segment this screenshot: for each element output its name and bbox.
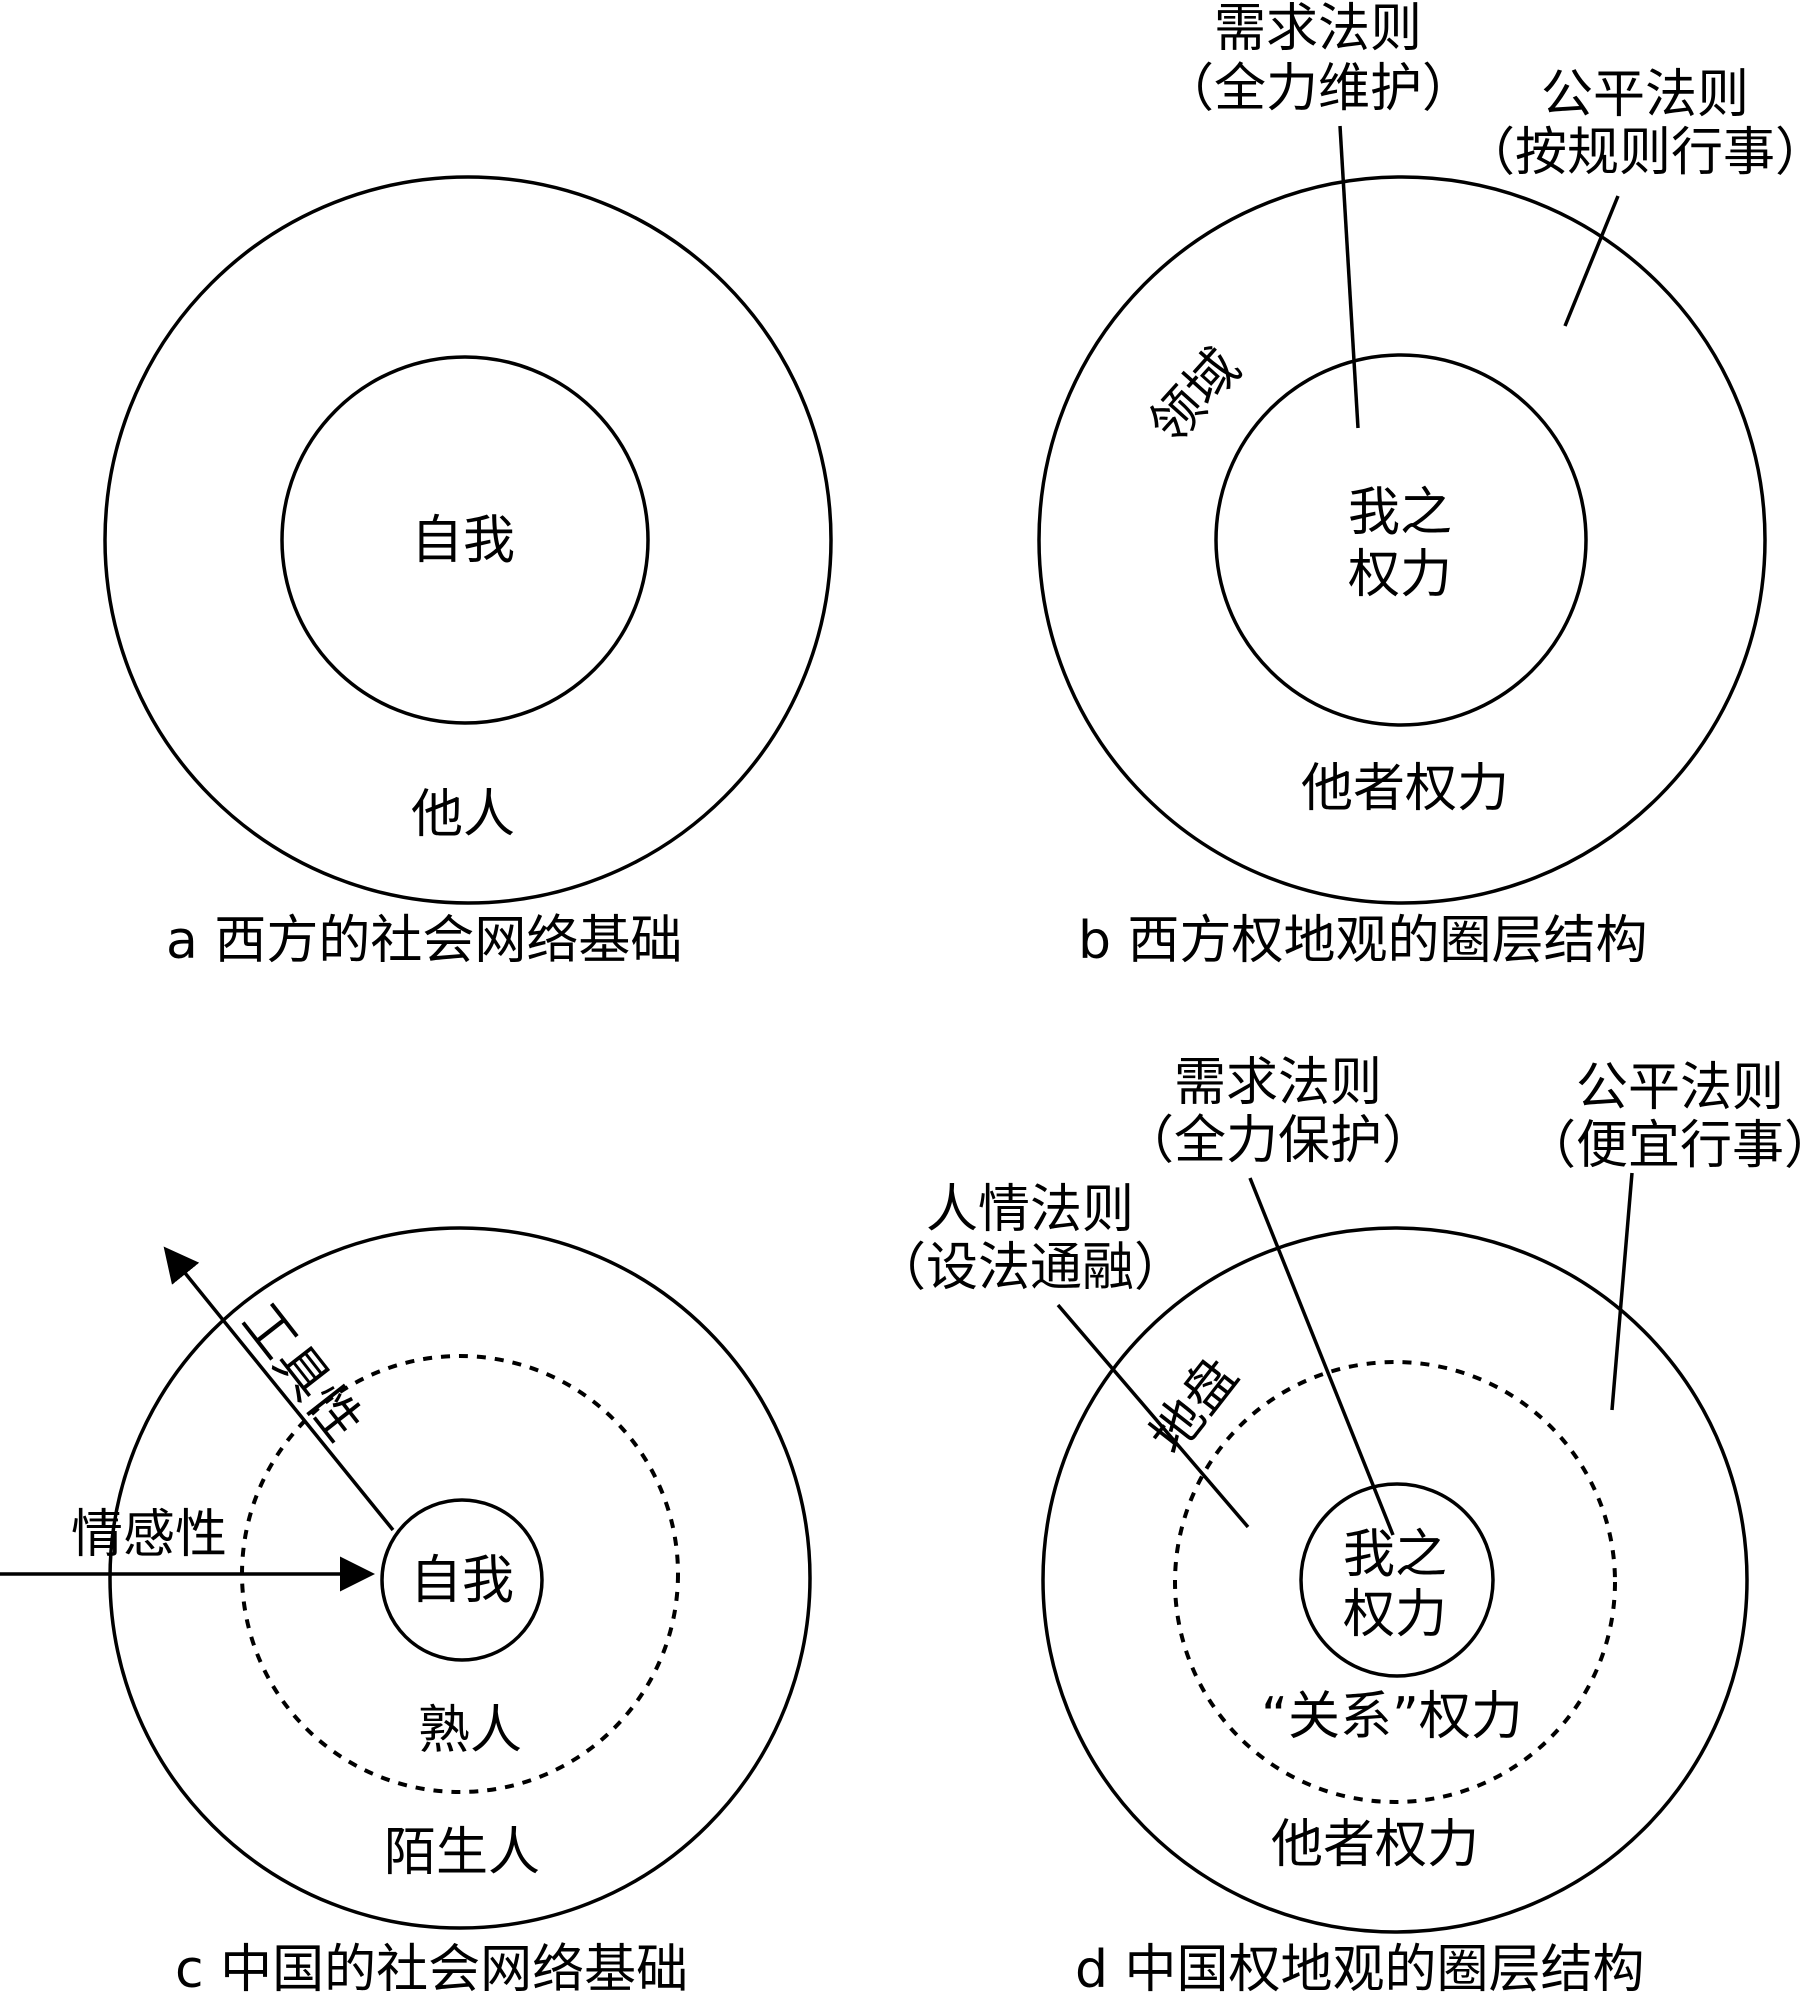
panel-d-dotted-circle <box>1173 1360 1617 1804</box>
panel-c: 工具性 情感性 自我 熟人 陌生人 c 中国的社会网络基础 <box>0 1226 812 1999</box>
panel-c-acquaintance-label: 熟人 <box>418 1701 522 1761</box>
panel-c-stranger-label: 陌生人 <box>384 1823 540 1883</box>
panel-b-need-rule-leader <box>1338 125 1360 429</box>
panel-d-caption: d 中国权地观的圈层结构 <box>1075 1940 1645 1994</box>
panel-b-need-rule-note: （全力维护） <box>1162 59 1474 119</box>
panel-d-favor-rule-leader <box>1056 1303 1250 1529</box>
panel-b-center-line1: 我之 <box>1348 483 1452 543</box>
panel-b-others-power-label: 他者权力 <box>1301 759 1509 819</box>
panel-d-self-circle <box>1299 1482 1495 1678</box>
panel-d-fair-rule-leader <box>1610 1172 1634 1411</box>
panel-b-outer-circle <box>1037 175 1767 905</box>
panel-b-fair-rule-leader <box>1563 195 1620 327</box>
panel-b-center-line2: 权力 <box>1348 545 1452 605</box>
panel-d-fair-rule-label: 公平法则 <box>1576 1058 1784 1118</box>
panel-d: 需求法则 （全力保护） 公平法则 （便宜行事） 人情法则 （设法通融） 地盘 我… <box>874 1053 1816 1999</box>
panel-b: 需求法则 （全力维护） 公平法则 （按规则行事） 领域 我之 权力 他者权力 b… <box>1037 0 1816 971</box>
panel-a-caption: a 西方的社会网络基础 <box>166 911 682 971</box>
panel-b-inner-circle <box>1214 353 1588 727</box>
panel-c-outer-circle <box>108 1226 812 1930</box>
panel-a-inner-circle <box>280 355 650 725</box>
panel-b-domain-label: 领域 <box>1138 338 1252 455</box>
panel-d-need-rule-note: （全力保护） <box>1122 1111 1434 1171</box>
panel-c-affective-label: 情感性 <box>71 1505 227 1565</box>
panel-d-favor-rule-note: （设法通融） <box>874 1238 1186 1298</box>
panel-c-self-label: 自我 <box>410 1551 514 1611</box>
panel-d-turf-label: 地盘 <box>1139 1347 1250 1466</box>
panel-d-fair-rule-note: （便宜行事） <box>1524 1116 1816 1176</box>
panel-b-need-rule-label: 需求法则 <box>1214 0 1422 59</box>
panel-a-self-label: 自我 <box>411 511 515 571</box>
panel-d-guanxi-power-label: “关系”权力 <box>1261 1687 1523 1747</box>
panel-c-caption: c 中国的社会网络基础 <box>175 1940 688 1994</box>
panel-d-favor-rule-label: 人情法则 <box>926 1180 1134 1240</box>
panel-d-others-power-label: 他者权力 <box>1271 1815 1479 1875</box>
panel-c-self-circle <box>380 1498 544 1662</box>
panel-a: 自我 他人 a 西方的社会网络基础 <box>103 175 833 971</box>
panel-a-outer-circle <box>103 175 833 905</box>
panel-a-others-label: 他人 <box>411 785 515 845</box>
panel-b-caption: b 西方权地观的圈层结构 <box>1078 911 1648 971</box>
panel-c-instrumental-arrow <box>163 1246 395 1532</box>
panel-d-need-rule-label: 需求法则 <box>1174 1053 1382 1113</box>
panel-b-fair-rule-note: （按规则行事） <box>1463 123 1816 183</box>
panel-d-outer-circle <box>1041 1226 1749 1934</box>
panel-d-center-line2: 权力 <box>1343 1585 1447 1645</box>
panel-d-need-rule-leader <box>1248 1177 1395 1536</box>
panel-c-instrumental-label: 工具性 <box>230 1293 373 1453</box>
panel-b-fair-rule-label: 公平法则 <box>1541 65 1749 125</box>
panel-d-center-line1: 我之 <box>1343 1525 1447 1585</box>
